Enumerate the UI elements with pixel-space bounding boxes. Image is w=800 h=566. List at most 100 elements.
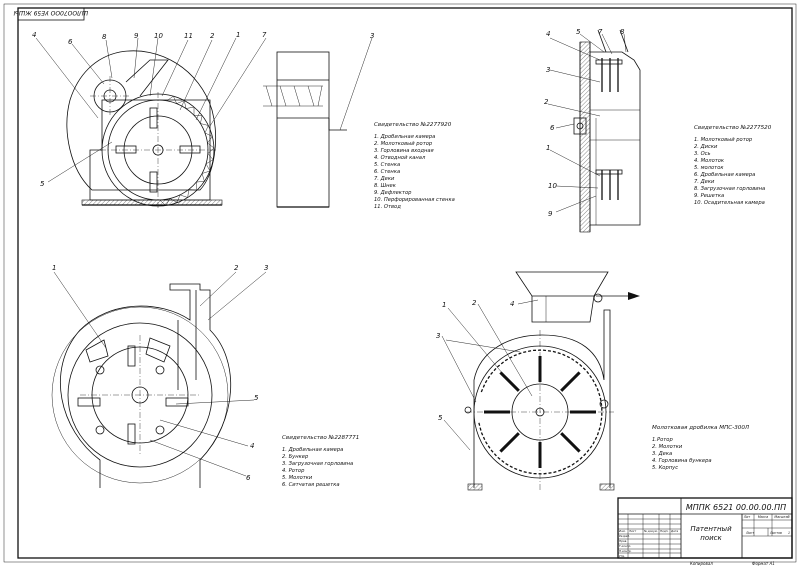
fig2-callout: 4 [546,30,550,38]
fig1-legend-item: 6. Стенка [374,169,400,175]
fig1-callout: 7 [262,31,267,39]
fig2-legend-item: 10. Осадительная камера [694,200,765,206]
title-block-text: МППК 6521 00.00.00.ПП Патентный поиск Ли… [619,503,790,566]
figure-1-legend: Свидетельство №2277920 1. Дробильная кам… [374,122,455,210]
fig3-legend-item: 4. Ротор [282,468,305,474]
fig4-legend-item: 1.Ротор [652,437,673,443]
fig2-legend-item: 2. Диски [694,144,718,150]
fig3-legend-item: 3. Загрузочная горловина [282,461,353,467]
col-sheets-label: Листов [769,531,782,535]
fig4-legend-item: 4. Горловина бункера [652,458,712,464]
fig4-hammer-plate [499,371,520,392]
figure-4-legend: Молотковая дробилка МПС-300Л 1.Ротор 2. … [652,425,750,471]
fig2-callout: 6 [550,124,555,132]
fig1-callout: 4 [32,31,36,39]
fig2-legend-item: 5. молоток [694,165,724,171]
figure-4-callouts: 2 1 4 3 5 [436,299,514,422]
fig1-legend-item: 11. Отвод [374,204,401,210]
fig1-callout: 3 [370,32,374,40]
sheets-total: 1 [788,531,790,535]
fig1-callout: 9 [134,32,139,40]
fig1-legend-item: 3. Горловина входная [374,148,434,154]
fig4-callout: 2 [472,299,477,307]
side-label: Н.контр. [619,549,632,553]
col-lit-label: Лит [743,515,750,519]
drawing-designation: МППК 6521 00.00.00.ПП [686,503,786,512]
drawing-name-line1: Патентный [690,525,732,533]
fig3-legend-item: 1. Дробильная камера [282,447,343,453]
fig3-callout: 3 [264,264,268,272]
fig2-callout: 8 [620,28,625,36]
row-label: Изм. [619,529,626,533]
fig2-callout: 5 [576,28,581,36]
top-stamp-text: ШЛОО70ОО УЕ59 ЖШЫ [13,9,88,16]
figure-1 [35,37,373,208]
fig4-callout: 4 [510,300,514,308]
fig3-callout: 5 [254,394,259,402]
figure-3 [51,271,267,488]
fig2-callout: 2 [544,98,549,106]
figure-3-callouts: 1 2 3 5 4 6 [52,264,268,482]
fig2-legend-item: 8. Загрузочная горловина [694,186,765,192]
side-label: Утв. [619,554,625,558]
fig1-callout: 1 [236,31,240,39]
fig4-callout: 1 [442,301,446,309]
fig1-legend-item: 4. Отводной канал [374,155,426,161]
fig2-callout: 1 [546,144,550,152]
fig4-hammer-plate [499,432,520,453]
fig3-callout: 1 [52,264,56,272]
row-label: Лист [628,529,636,533]
side-label: Пров. [619,539,627,543]
row-label: № докум. [643,529,658,533]
fig2-callout: 9 [548,210,553,218]
fig1-callout: 2 [210,32,215,40]
fig3-legend-item: 5. Молотки [282,475,313,481]
fig4-callout: 5 [438,414,443,422]
fig3-legend-item: 2. Бункер [282,454,309,460]
fig3-legend-item: 6. Ситчатая решетка [282,482,340,488]
fig1-legend-item: 7. Деки [374,176,395,182]
fig1-legend-item: 9. Дефлектор [374,190,412,196]
fig4-title: Молотковая дробилка МПС-300Л [652,425,750,431]
figure-2-callouts: 4 5 7 8 3 2 6 1 10 9 [544,28,625,218]
copied-label: Копировал [690,561,713,566]
fig4-hammer-plate [560,371,581,392]
col-mass-label: Масса [758,515,768,519]
figure-2 [547,29,641,233]
fig2-patent-caption: Свидетельство №2277520 [694,125,772,131]
col-scale-label: Масштаб [774,515,789,519]
fig1-callout: 5 [40,180,45,188]
figure-1-callouts: 4 6 8 9 10 11 2 1 7 5 3 [32,31,374,188]
fig4-legend-item: 3. Дека [652,451,672,457]
fig2-callout: 3 [546,66,550,74]
format-label: Формат А1 [752,561,775,566]
title-block [617,497,793,559]
col-sheet-label: Лист [745,531,754,535]
side-label: Т.контр. [619,544,631,548]
drawing-name-line2: поиск [700,534,722,542]
side-label: Разраб. [619,534,630,538]
fig4-legend-item: 2. Молотки [652,444,683,450]
fig4-legend-item: 5. Корпус [652,465,678,471]
fig2-legend-item: 9. Решетка [694,193,724,199]
fig1-callout: 8 [102,33,107,41]
fig3-callout: 4 [250,442,254,450]
fig2-callout: 10 [548,182,557,190]
figure-3-legend: Свидетельство №2287771 1. Дробильная кам… [282,435,359,488]
fig3-callout: 2 [234,264,239,272]
fig2-callout: 7 [598,28,603,36]
fig1-callout: 6 [68,38,73,46]
top-stamp: ШЛОО70ОО УЕ59 ЖШЫ [13,7,88,21]
fig2-legend-item: 6. Дробильная камера [694,172,755,178]
fig3-callout: 6 [246,474,251,482]
fig1-callout: 11 [184,32,193,40]
fig1-legend-item: 1. Дробильная камера [374,134,435,140]
fig2-legend-item: 3. Ось [694,151,711,157]
fig1-patent-caption: Свидетельство №2277920 [374,122,452,128]
fig3-patent-caption: Свидетельство №2287771 [282,435,359,441]
row-label: Дата [670,529,679,533]
fig1-legend-item: 5. Стенка [374,162,400,168]
fig4-callout: 3 [436,332,440,340]
fig1-legend-item: 10. Перфорированная стенка [374,197,455,203]
